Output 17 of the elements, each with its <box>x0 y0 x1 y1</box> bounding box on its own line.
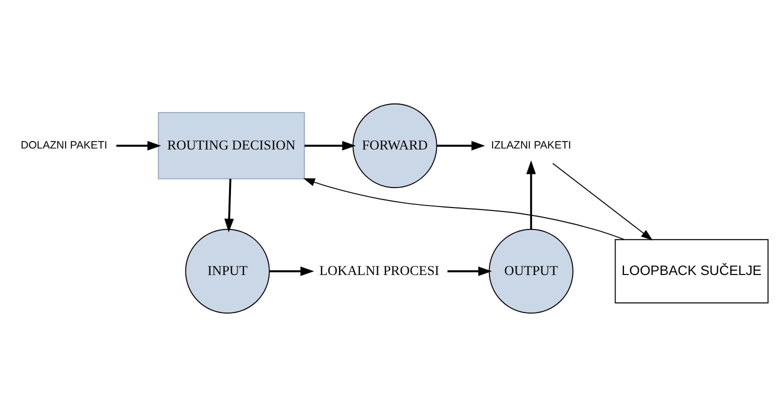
arrow <box>303 178 625 240</box>
arrow <box>448 266 492 276</box>
node-box: LOOPBACK SUČELJE <box>614 238 769 303</box>
arrow <box>116 140 162 150</box>
arrow <box>224 178 234 232</box>
node-circle: INPUT <box>185 228 270 314</box>
arrow <box>552 162 653 240</box>
arrow <box>270 266 314 276</box>
node-text: LOKALNI PROCESI <box>319 262 440 278</box>
arrow <box>526 160 536 229</box>
arrow <box>436 140 486 150</box>
node-text: IZLAZNI PAKETI <box>491 138 572 151</box>
arrow <box>304 140 356 150</box>
node-box: ROUTING DECISION <box>158 112 305 179</box>
node-text: DOLAZNI PAKETI <box>20 138 108 151</box>
node-circle: FORWARD <box>352 102 438 188</box>
node-circle: OUTPUT <box>488 228 574 314</box>
